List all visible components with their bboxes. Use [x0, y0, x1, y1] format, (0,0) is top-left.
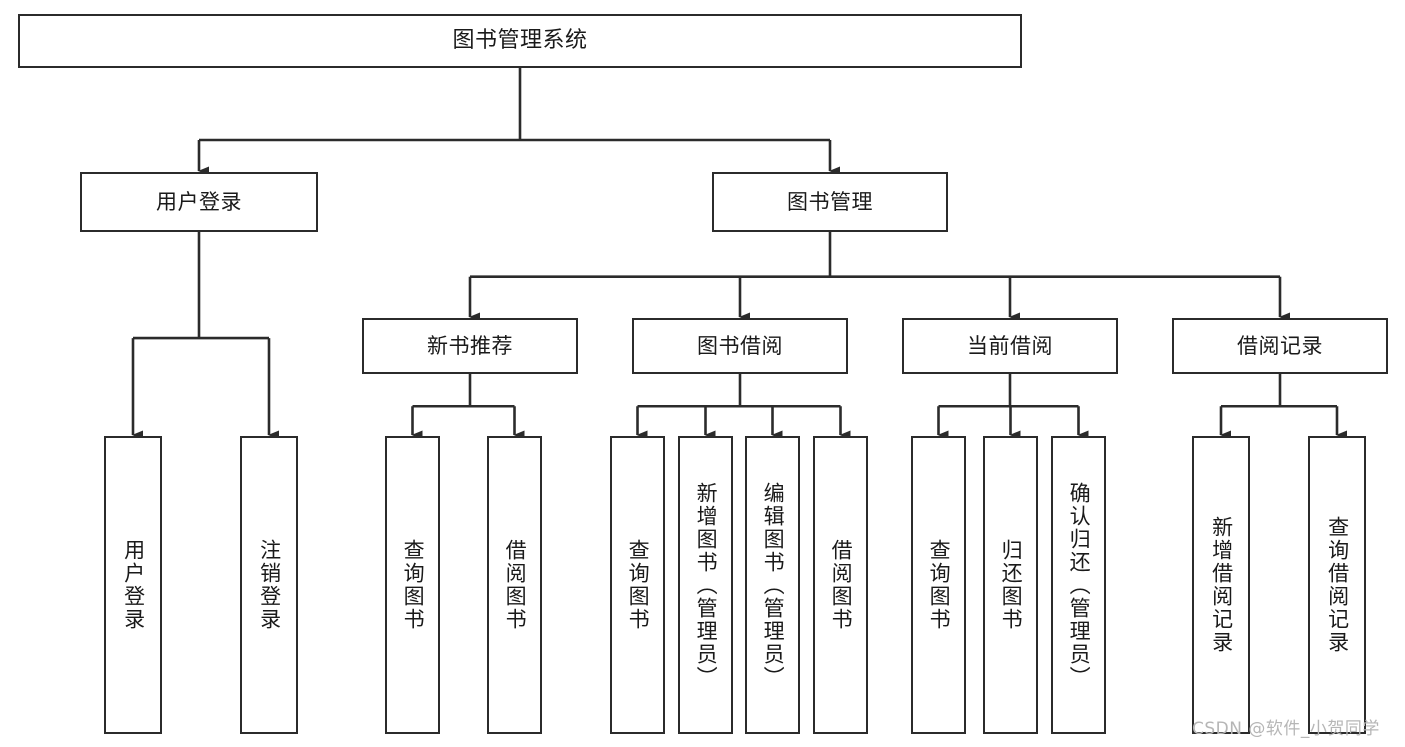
node-label: 新增图书（管理员）: [694, 481, 719, 689]
node-user-login[interactable]: 用户登录: [80, 172, 318, 232]
node-label: 图书管理系统: [452, 28, 588, 54]
node-label: 借阅图书: [829, 539, 854, 631]
node-label: 图书借阅: [697, 333, 783, 358]
node-new-book-recommend[interactable]: 新书推荐: [362, 318, 578, 374]
node-label: 查询图书: [401, 539, 426, 631]
node-leaf-query-book-1[interactable]: 查询图书: [385, 436, 440, 734]
node-label: 查询图书: [927, 539, 952, 631]
node-label: 编辑图书（管理员）: [761, 481, 786, 689]
node-label: 用户登录: [156, 189, 242, 214]
node-label: 当前借阅: [967, 333, 1053, 358]
node-label: 用户登录: [121, 539, 146, 631]
node-label: 新书推荐: [427, 333, 513, 358]
node-leaf-add-record[interactable]: 新增借阅记录: [1192, 436, 1250, 734]
csdn-watermark: CSDN @软件_小贺同学: [1192, 719, 1380, 739]
node-leaf-add-book[interactable]: 新增图书（管理员）: [678, 436, 733, 734]
node-borrow-record[interactable]: 借阅记录: [1172, 318, 1388, 374]
node-book-borrow[interactable]: 图书借阅: [632, 318, 848, 374]
node-label: 借阅图书: [503, 539, 528, 631]
node-root[interactable]: 图书管理系统: [18, 14, 1022, 68]
node-label: 归还图书: [999, 539, 1024, 631]
node-leaf-query-book-3[interactable]: 查询图书: [911, 436, 966, 734]
node-label: 查询图书: [626, 539, 651, 631]
node-leaf-user-login[interactable]: 用户登录: [104, 436, 162, 734]
node-leaf-return-book[interactable]: 归还图书: [983, 436, 1038, 734]
node-current-borrow[interactable]: 当前借阅: [902, 318, 1118, 374]
node-label: 新增借阅记录: [1209, 516, 1234, 654]
node-leaf-query-record[interactable]: 查询借阅记录: [1308, 436, 1366, 734]
node-book-manage[interactable]: 图书管理: [712, 172, 948, 232]
node-label: 图书管理: [787, 189, 873, 214]
node-leaf-borrow-book-1[interactable]: 借阅图书: [487, 436, 542, 734]
node-leaf-confirm-return[interactable]: 确认归还（管理员）: [1051, 436, 1106, 734]
node-label: 借阅记录: [1237, 333, 1323, 358]
node-leaf-borrow-book-2[interactable]: 借阅图书: [813, 436, 868, 734]
node-leaf-edit-book[interactable]: 编辑图书（管理员）: [745, 436, 800, 734]
node-label: 确认归还（管理员）: [1067, 481, 1092, 689]
node-leaf-query-book-2[interactable]: 查询图书: [610, 436, 665, 734]
node-label: 注销登录: [257, 539, 282, 631]
node-label: 查询借阅记录: [1325, 516, 1350, 654]
node-leaf-logout[interactable]: 注销登录: [240, 436, 298, 734]
